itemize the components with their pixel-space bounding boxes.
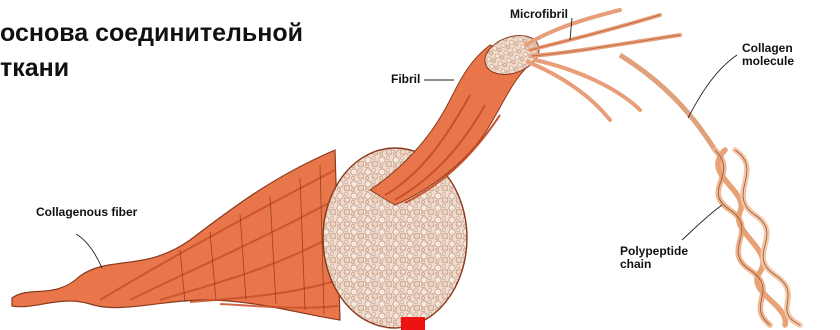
label-microfibril: Microfibril xyxy=(510,8,568,21)
label-collagen-molecule: Collagen molecule xyxy=(742,42,794,68)
title-line-1: основа соединительной xyxy=(0,16,303,51)
label-collagenous-fiber: Collagenous fiber xyxy=(36,206,137,219)
triple-helix xyxy=(715,150,800,325)
title-line-2: ткани xyxy=(0,51,303,86)
label-polypeptide-line2: chain xyxy=(620,258,688,271)
red-marker xyxy=(401,317,425,330)
label-collagen-molecule-line2: molecule xyxy=(742,55,794,68)
label-polypeptide-chain: Polypeptide chain xyxy=(620,245,688,271)
label-fibril: Fibril xyxy=(391,73,420,86)
microfibril-strands xyxy=(526,10,680,120)
page-title: основа соединительной ткани xyxy=(0,16,303,86)
